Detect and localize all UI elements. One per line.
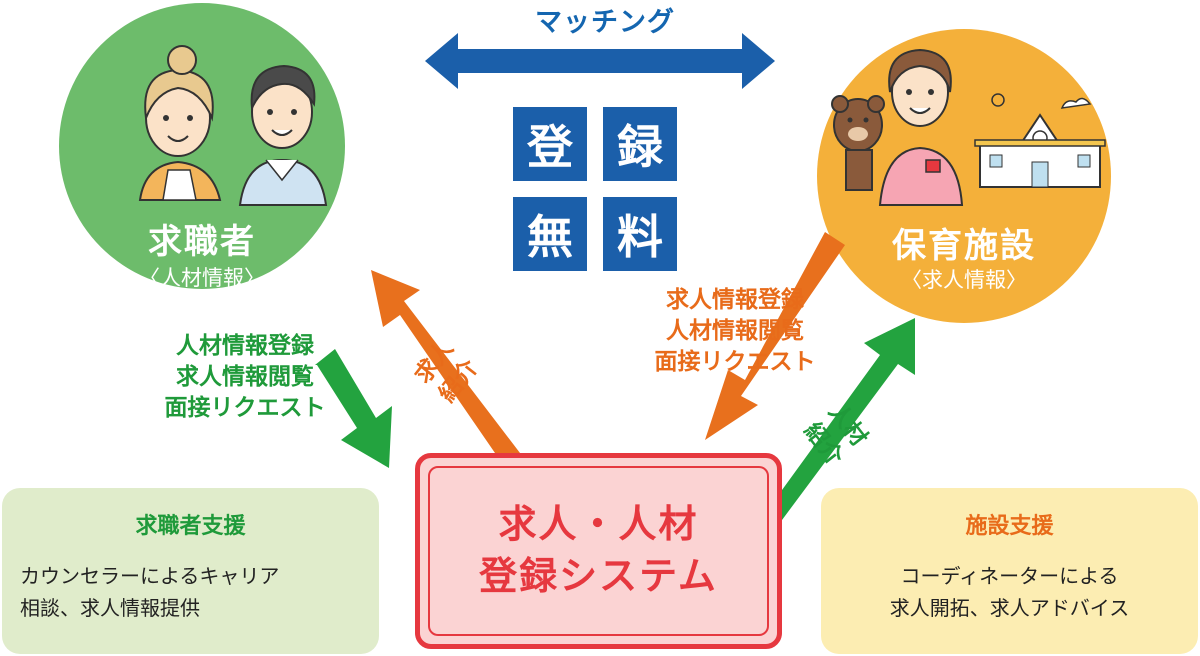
school-building-illustration [974, 93, 1106, 188]
green-arrow-talent-intro [782, 318, 915, 520]
woman-illustration [138, 45, 222, 201]
registration-cell-1: 登 [513, 107, 587, 181]
right-label-line-2: 人材情報閲覧 [666, 318, 804, 344]
seeker-support-box [2, 488, 379, 654]
right-orange-arrow-label: 求人情報登録 人材情報閲覧 面接リクエスト [640, 285, 830, 378]
left-green-arrow-label: 人材情報登録 求人情報閲覧 面接リクエスト [150, 331, 340, 424]
left-label-line-3: 面接リクエスト [164, 395, 326, 421]
bear-puppet-illustration [831, 95, 885, 191]
registration-system-label: 求人・人材 登録システム [428, 498, 769, 602]
man-illustration [238, 64, 328, 206]
facility-support-box [821, 488, 1198, 654]
registration-system-inner-border [428, 466, 769, 636]
seeker-support-body: カウンセラーによるキャリア 相談、求人情報提供 [20, 560, 370, 624]
matching-label: マッチング [535, 7, 675, 38]
green-arrow-to-system [315, 349, 392, 468]
facility-support-title: 施設支援 [965, 514, 1054, 539]
facility-support-line-2: 求人開拓、求人アドバイス [889, 596, 1130, 620]
orange-arrow-facility-to-system [705, 232, 845, 440]
facility-title: 保育施設 [892, 226, 1036, 266]
seeker-support-line-1: カウンセラーによるキャリア [20, 564, 280, 588]
job-seeker-subtitle: 〈人材情報〉 [139, 266, 265, 290]
facility-support-line-1: コーディネーターによる [900, 564, 1119, 588]
facility-subtitle: 〈求人情報〉 [901, 268, 1027, 292]
orange-arrow-job-intro [371, 270, 520, 453]
matching-double-arrow [425, 33, 775, 89]
seeker-support-title: 求職者支援 [135, 514, 246, 539]
system-line-1: 求人・人材 [498, 502, 699, 546]
right-label-line-1: 求人情報登録 [666, 287, 804, 313]
system-line-2: 登録システム [479, 554, 718, 598]
seeker-support-line-2: 相談、求人情報提供 [20, 596, 200, 620]
registration-cell-2: 録 [603, 107, 677, 181]
facility-circle [817, 29, 1111, 323]
registration-cell-3: 無 [513, 197, 587, 271]
left-label-line-2: 求人情報閲覧 [176, 364, 314, 390]
facility-support-body: コーディネーターによる 求人開拓、求人アドバイス [821, 560, 1198, 624]
teacher-illustration [878, 48, 964, 206]
right-label-line-3: 面接リクエスト [654, 349, 816, 375]
job-seeker-title: 求職者 [148, 222, 256, 262]
left-label-line-1: 人材情報登録 [176, 333, 314, 359]
registration-cell-4: 料 [603, 197, 677, 271]
registration-system-box [415, 453, 782, 649]
